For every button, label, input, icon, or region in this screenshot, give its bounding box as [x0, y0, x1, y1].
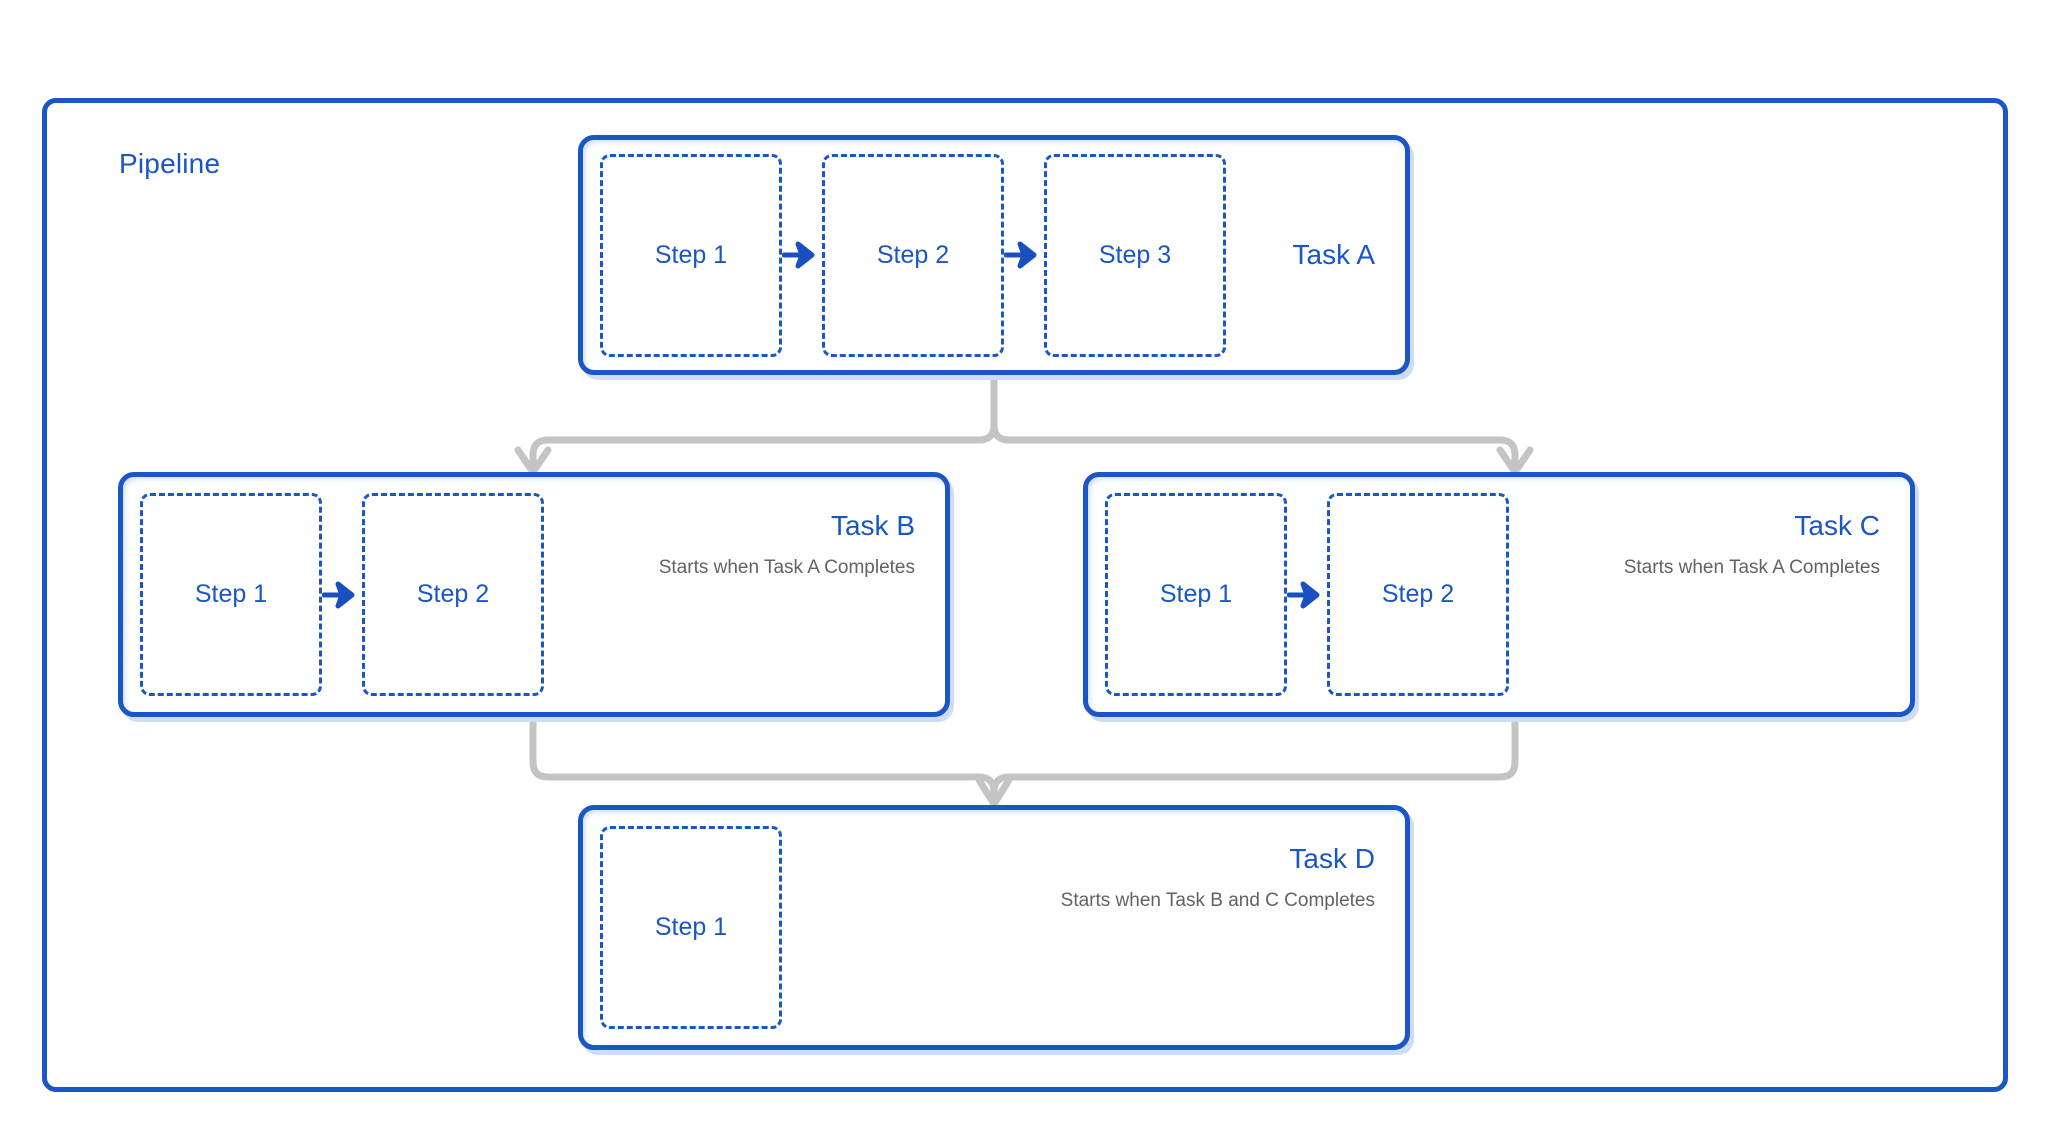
task-subtitle: Starts when Task A Completes — [1623, 556, 1880, 578]
steps-row: Step 1 — [600, 810, 782, 1045]
steps-row: Step 1 Step 2 Step 3 — [600, 140, 1226, 370]
step-label: Step 1 — [1159, 580, 1233, 608]
arrow-right-icon — [1004, 240, 1044, 270]
task-meta: Task D Starts when Task B and C Complete… — [1061, 842, 1375, 914]
step-label: Step 2 — [876, 240, 950, 269]
task-card-task-c[interactable]: Step 1 Step 2 Task C Starts when Task A … — [1083, 472, 1915, 717]
arrow-right-icon — [322, 580, 362, 610]
step-box[interactable]: Step 1 — [140, 493, 322, 696]
task-title: Task D — [1289, 843, 1375, 874]
step-box[interactable]: Step 3 — [1044, 153, 1226, 357]
step-box[interactable]: Step 2 — [1327, 493, 1509, 696]
step-box[interactable]: Step 1 — [600, 826, 782, 1029]
step-label: Step 1 — [194, 580, 268, 608]
step-box[interactable]: Step 2 — [822, 153, 1004, 357]
task-meta: Task A — [1293, 238, 1375, 272]
task-card-task-a[interactable]: Step 1 Step 2 Step 3 Task A — [578, 135, 1410, 375]
step-label: Step 1 — [654, 240, 728, 269]
task-meta: Task C Starts when Task A Completes — [1624, 509, 1880, 581]
task-card-task-d[interactable]: Step 1 Task D Starts when Task B and C C… — [578, 805, 1410, 1050]
task-title: Task B — [830, 510, 915, 541]
step-label: Step 2 — [416, 580, 490, 608]
steps-row: Step 1 Step 2 — [140, 477, 544, 712]
steps-row: Step 1 Step 2 — [1105, 477, 1509, 712]
arrow-right-icon — [1287, 580, 1327, 610]
step-label: Step 1 — [654, 913, 728, 941]
task-subtitle: Starts when Task B and C Completes — [1060, 889, 1375, 911]
task-subtitle: Starts when Task A Completes — [658, 556, 915, 578]
arrow-right-icon — [782, 240, 822, 270]
task-meta: Task B Starts when Task A Completes — [659, 509, 915, 581]
step-box[interactable]: Step 1 — [1105, 493, 1287, 696]
page-title: Pipeline — [119, 148, 221, 179]
task-title: Task C — [1794, 510, 1880, 541]
task-title: Task A — [1292, 239, 1375, 271]
step-label: Step 2 — [1381, 580, 1455, 608]
step-box[interactable]: Step 2 — [362, 493, 544, 696]
task-card-task-b[interactable]: Step 1 Step 2 Task B Starts when Task A … — [118, 472, 950, 717]
step-box[interactable]: Step 1 — [600, 153, 782, 357]
step-label: Step 3 — [1098, 240, 1172, 269]
